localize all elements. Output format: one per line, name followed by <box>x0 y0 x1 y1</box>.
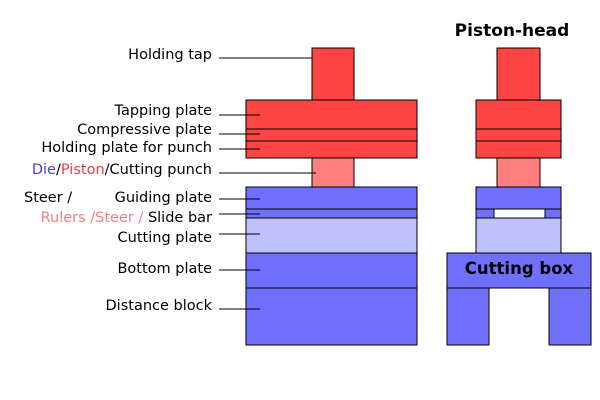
label-rulers-steer-slide-bar: Rulers /Steer / Slide bar <box>41 210 212 226</box>
cutting-box-leg-left <box>446 287 490 346</box>
slide-bar-block <box>245 208 418 219</box>
holding-tap-block <box>311 47 355 101</box>
cutting-box-top <box>446 252 592 289</box>
left-assembly <box>245 47 418 346</box>
right-assembly: Piston-head Cutting box <box>446 21 592 346</box>
right-holding-tap-block <box>496 47 541 101</box>
distance-block-block <box>245 287 418 346</box>
guiding-plate-block <box>245 186 418 210</box>
label-slash-1: / <box>56 162 61 178</box>
label-holding-plate-for-punch: Holding plate for punch <box>41 140 212 156</box>
cutting-punch-block <box>311 157 355 188</box>
label-tapping-plate: Tapping plate <box>113 103 212 119</box>
label-die-piston-cutting-punch: Die/Piston/Cutting punch <box>32 162 212 178</box>
right-guiding-plate-block <box>475 186 562 210</box>
label-slash-2: / <box>105 162 110 178</box>
piston-head-title: Piston-head <box>455 21 570 41</box>
label-guiding-plate: Guiding plate <box>115 190 212 206</box>
right-cutting-punch-block <box>496 157 541 188</box>
leader-lines <box>219 57 316 310</box>
right-slide-bar-left <box>475 208 495 219</box>
cutting-plate-block <box>245 217 418 254</box>
label-distance-block: Distance block <box>106 298 213 314</box>
label-bottom-plate: Bottom plate <box>117 261 212 277</box>
cutting-box-label: Cutting box <box>465 259 574 278</box>
label-piston: Piston <box>61 162 105 178</box>
label-holding-tap: Holding tap <box>128 47 212 63</box>
label-cutting-punch: Cutting punch <box>110 162 212 178</box>
bottom-plate-block <box>245 252 418 289</box>
label-compressive-plate: Compressive plate <box>77 122 212 138</box>
label-slide-bar: Slide bar <box>148 210 212 226</box>
label-steer-top: Steer / <box>24 190 72 206</box>
right-slide-bar-right <box>544 208 562 219</box>
label-rulers-steer: Rulers /Steer / <box>41 210 144 226</box>
right-cutting-plate-block <box>475 217 562 254</box>
cutting-box-leg-right <box>548 287 592 346</box>
label-die: Die <box>32 162 56 178</box>
labels: Holding tap Tapping plate Compressive pl… <box>24 47 213 314</box>
label-cutting-plate: Cutting plate <box>118 230 213 246</box>
